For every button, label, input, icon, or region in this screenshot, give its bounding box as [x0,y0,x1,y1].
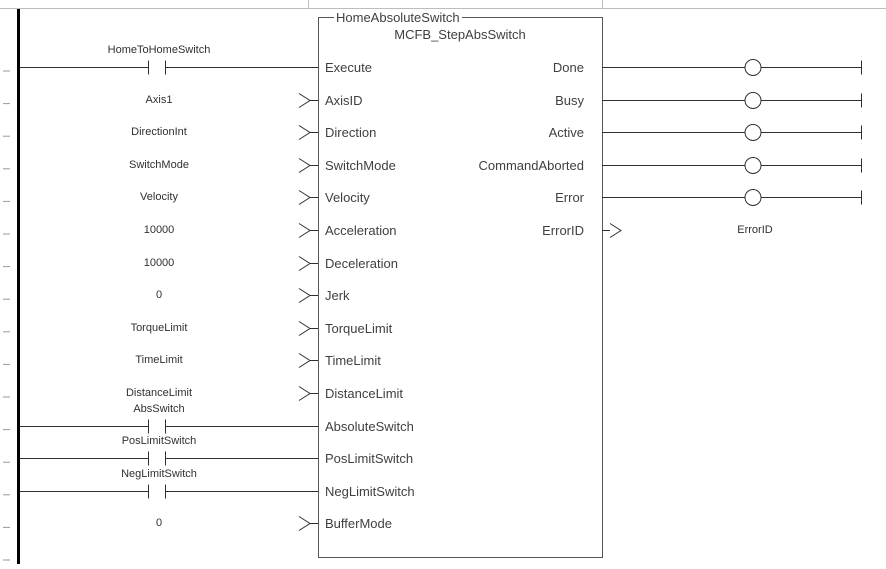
input-pin-direction: Direction [325,124,377,140]
input-pin-buffermode: BufferMode [325,515,392,531]
block-type-name: MCFB_StepAbsSwitch [394,27,526,42]
coil-icon [744,59,762,76]
input-pin-switchmode: SwitchMode [325,157,396,173]
left-power-rail [17,9,20,564]
coil-icon [744,124,762,141]
output-pin-active: Active [548,124,584,140]
function-block [318,17,603,558]
output-pin-error: Error [555,189,584,205]
input-pin-jerk: Jerk [325,287,350,303]
block-instance-name: HomeAbsoluteSwitch [334,10,462,25]
input-pin-axisid: AxisID [325,92,363,108]
coil-icon [744,189,762,206]
input-pin-poslimitswitch: PosLimitSwitch [325,450,414,466]
input-variable: SwitchMode [129,158,189,171]
input-variable: DirectionInt [131,125,187,138]
input-variable: Axis1 [145,93,173,106]
input-variable: 10000 [143,256,175,269]
input-pin-acceleration: Acceleration [325,222,397,238]
input-pin-torquelimit: TorqueLimit [325,320,393,336]
input-pin-absoluteswitch: AbsoluteSwitch [325,418,414,434]
input-pin-deceleration: Deceleration [325,255,398,271]
input-pin-neglimitswitch: NegLimitSwitch [325,483,415,499]
contact-variable: AbsSwitch [133,402,185,415]
coil-icon [744,92,762,109]
output-connector [609,223,622,238]
contact-variable: NegLimitSwitch [121,467,197,480]
output-pin-errorid: ErrorID [542,222,584,238]
output-variable: ErrorID [737,223,773,236]
output-pin-done: Done [552,59,584,75]
input-variable: DistanceLimit [125,386,193,399]
input-variable: TorqueLimit [130,321,188,334]
input-variable: Velocity [140,190,178,203]
output-pin-busy: Busy [555,92,584,108]
input-variable: 10000 [143,223,175,236]
coil-icon [744,157,762,174]
input-variable: 0 [155,516,163,529]
output-pin-commandaborted: CommandAborted [478,157,585,173]
input-pin-velocity: Velocity [325,189,370,205]
input-pin-execute: Execute [325,59,372,75]
input-pin-timelimit: TimeLimit [325,352,381,368]
input-variable: TimeLimit [135,353,183,366]
input-variable: 0 [155,288,163,301]
contact-variable: HomeToHomeSwitch [107,43,211,56]
contact-variable: PosLimitSwitch [121,434,197,447]
input-pin-distancelimit: DistanceLimit [325,385,404,401]
